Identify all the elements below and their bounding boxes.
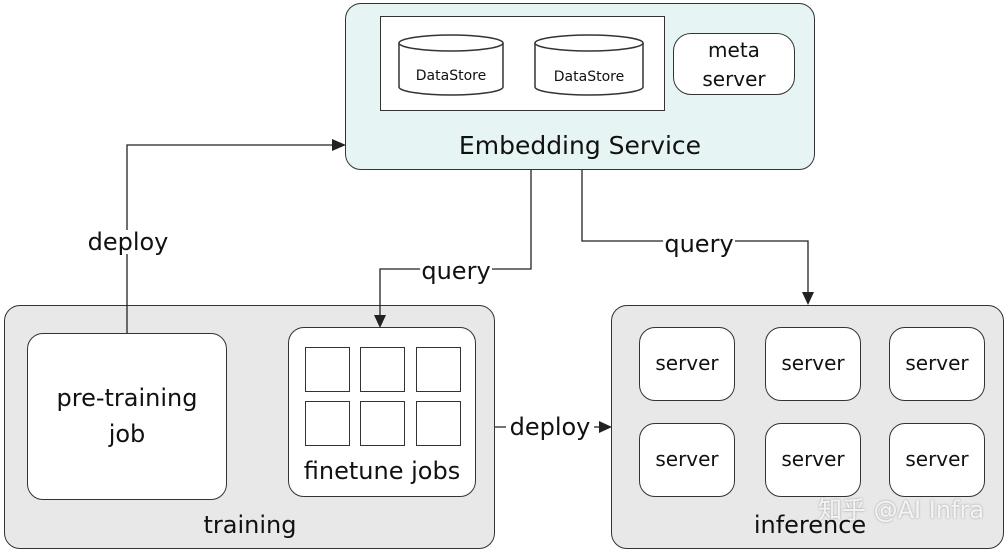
finetune-job-cell [305, 347, 350, 392]
server-node [639, 327, 735, 401]
meta-server-label-line2: server [702, 67, 766, 91]
server-label: server [781, 447, 845, 471]
finetune-job-cell [416, 347, 461, 392]
embedding-service-title: Embedding Service [458, 131, 702, 160]
deploy-edge-label-top: deploy [78, 230, 178, 254]
finetune-jobs-label: finetune jobs [303, 457, 461, 485]
server-label: server [781, 351, 845, 375]
query-edge-label-left: query [420, 257, 492, 285]
arrowhead [599, 421, 612, 433]
query-arrow-to-finetune [379, 170, 532, 316]
server-label: server [905, 447, 969, 471]
finetune-job-cell [360, 347, 405, 392]
deploy-edge-label-bottom: deploy [506, 415, 594, 439]
server-node [889, 423, 985, 497]
training-title: training [203, 511, 297, 539]
inference-title: inference [753, 511, 867, 539]
watermark-text: 知乎 @AI Infra [818, 496, 985, 524]
deploy-arrow-to-embedding [126, 144, 333, 333]
finetune-job-cell [305, 401, 350, 446]
query-edge-label-right: query [663, 230, 735, 258]
datastore-cylinder-2 [534, 34, 644, 96]
pretraining-job-node [27, 333, 227, 500]
server-node [765, 327, 861, 401]
meta-server-node [673, 33, 795, 95]
arrowhead [332, 139, 346, 151]
pretraining-job-label-line1: pre-training [56, 384, 198, 412]
server-node [765, 423, 861, 497]
server-node [889, 327, 985, 401]
pretraining-job-label-line2: job [108, 420, 146, 448]
server-label: server [905, 351, 969, 375]
meta-server-label-line1: meta [708, 38, 760, 62]
datastore-label-1: DataStore [415, 68, 487, 84]
finetune-job-cell [360, 401, 405, 446]
server-label: server [655, 447, 719, 471]
datastore-label-2: DataStore [553, 69, 625, 85]
datastore-cylinder-1 [398, 34, 504, 96]
finetune-job-cell [416, 401, 461, 446]
server-label: server [655, 351, 719, 375]
arrowhead [802, 292, 814, 305]
arrowhead [374, 315, 386, 328]
server-node [639, 423, 735, 497]
